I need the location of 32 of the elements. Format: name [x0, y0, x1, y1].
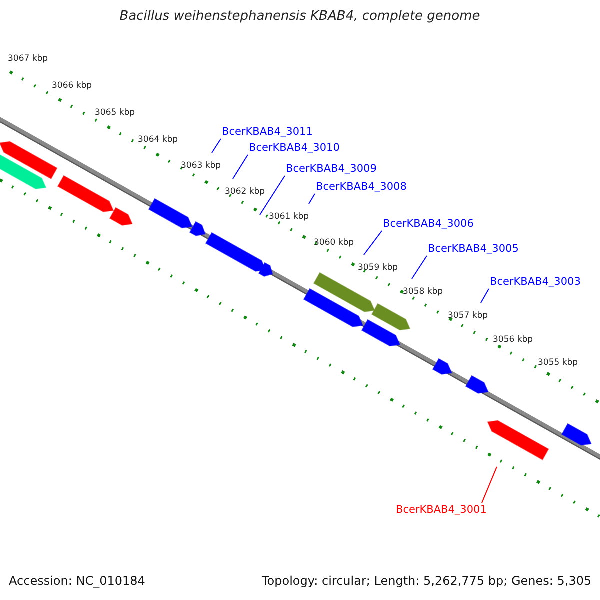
footer-text: Topology: circular; Length: 5,262,775 bp; Genes: 5,305 [262, 574, 592, 588]
position-label: 3059 kbp [358, 263, 398, 274]
title: Bacillus weihenstephanensis KBAB4, complete genome [118, 9, 482, 24]
position-label: 3056 kbp [493, 335, 534, 346]
leader-line [480, 288, 490, 304]
gene-label: BcerKBAB4_3010 [249, 141, 340, 155]
gene-label: BcerKBAB4_3011 [222, 125, 313, 139]
gene-label: BcerKBAB4_3009 [286, 162, 377, 176]
position-label: 3061 kbp [269, 212, 310, 223]
position-label: 3055 kbp [538, 358, 578, 369]
position-label: 3063 kbp [181, 161, 222, 172]
position-label: 3066 kbp [52, 81, 92, 92]
leader-line [212, 138, 222, 154]
position-label: 3057 kbp [448, 311, 488, 322]
leader-line [260, 176, 286, 216]
leader-line [232, 154, 248, 180]
position-label: 3064 kbp [138, 135, 178, 146]
footer-text: Accession: NC_010184 [9, 574, 146, 588]
gene-label: BcerKBAB4_3003 [490, 275, 581, 289]
leader-line [412, 256, 428, 280]
gene-label: BcerKBAB4_3005 [428, 242, 519, 256]
gene-label: BcerKBAB4_3001 [396, 503, 487, 517]
gene-label: BcerKBAB4_3008 [316, 180, 407, 194]
gene-label: BcerKBAB4_3006 [383, 217, 474, 231]
position-label: 3065 kbp [95, 108, 136, 119]
position-label: 3058 kbp [403, 287, 444, 298]
leader-line [364, 230, 382, 256]
leader-line [308, 194, 316, 204]
position-label: 3067 kbp [8, 54, 48, 65]
position-label: 3060 kbp [314, 238, 354, 249]
position-label: 3062 kbp [225, 187, 266, 198]
leader-line [482, 466, 498, 504]
